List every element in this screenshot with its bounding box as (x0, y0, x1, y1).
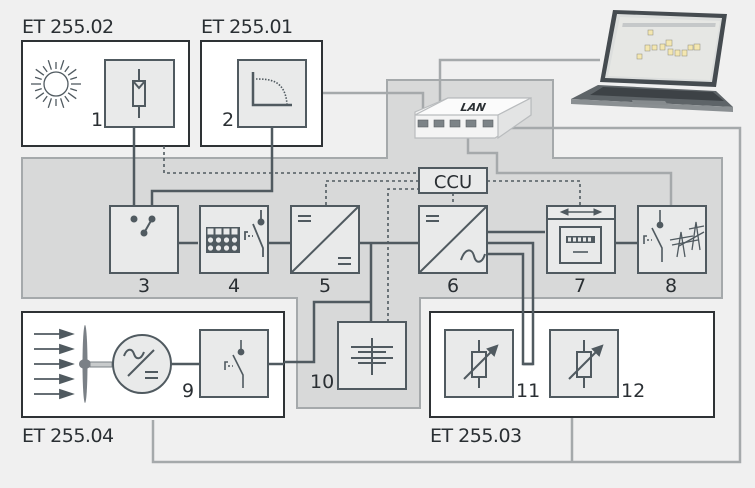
lan-port (482, 119, 494, 128)
terminal-block-icon (206, 227, 240, 253)
ctrl-battery (387, 188, 418, 322)
module-11 (444, 329, 514, 398)
sun-ray (42, 65, 48, 73)
ccu-box: CCU (418, 167, 488, 194)
ccu-label: CCU (434, 172, 472, 193)
cable-lan-module8 (466, 130, 673, 205)
cable-lan-return (151, 126, 742, 464)
disconnect-switch-icon (224, 340, 245, 388)
power-pylon-icon (669, 221, 705, 258)
variable-resistor-icon (568, 340, 604, 388)
meter-icon (559, 226, 602, 264)
disconnect-switch-icon (244, 210, 265, 257)
sun-icon (31, 60, 81, 108)
sun-ray (42, 95, 48, 103)
bidirectional-arrow-icon (559, 208, 603, 216)
wind-arrows-icon (34, 328, 75, 400)
lan-port (417, 119, 429, 128)
lan-ports (417, 119, 494, 128)
module-7 (546, 205, 616, 274)
sun-ray (70, 88, 78, 92)
module-6 (418, 205, 488, 274)
dc-dc-icon (291, 206, 359, 273)
grid-switch-icon (643, 210, 664, 262)
module-12 (549, 329, 619, 398)
generator-icon (112, 334, 172, 394)
module-1 (104, 59, 175, 128)
module-number-11: 11 (516, 380, 540, 402)
module-3 (109, 205, 179, 274)
unit-label-et25504: ET 255.04 (22, 425, 114, 447)
lan-port (449, 119, 461, 128)
module-numbers: 1 2 3 4 5 6 7 8 9 10 11 12 (91, 109, 677, 402)
laptop-screen-ui (636, 29, 701, 60)
unit-label-et25502: ET 255.02 (22, 16, 114, 38)
ctrl-et25502 (163, 146, 418, 174)
module-number-8: 8 (665, 275, 677, 297)
changeover-switch-icon (130, 215, 156, 237)
module-number-4: 4 (228, 275, 240, 297)
sun-ray (47, 60, 52, 70)
control-lines (163, 146, 581, 322)
sun-ray (47, 98, 52, 108)
power-wind-bus (284, 300, 371, 364)
modules (104, 59, 707, 398)
ctrl-module7 (487, 180, 581, 205)
unit-label-et25501: ET 255.01 (201, 16, 293, 38)
sun-ray (67, 68, 77, 76)
network-cables (151, 58, 742, 464)
module-number-1: 1 (91, 109, 103, 131)
sun-ray (60, 60, 65, 70)
laptop (571, 10, 733, 112)
module-4 (199, 205, 269, 274)
module-number-6: 6 (447, 275, 459, 297)
sun-ray (35, 68, 45, 76)
dc-ac-icon (419, 206, 487, 273)
module-number-9: 9 (182, 380, 194, 402)
module-9 (199, 329, 269, 398)
sun-ray (70, 76, 78, 80)
sun-ray (64, 95, 70, 103)
module-number-3: 3 (138, 275, 150, 297)
lan-port (433, 119, 445, 128)
sun-ray (60, 98, 65, 108)
wind-turbine-group (34, 325, 284, 403)
sun-ray (67, 92, 77, 100)
module-number-12: 12 (621, 380, 645, 402)
lan-label: LAN (459, 101, 487, 114)
sun-ray (34, 88, 42, 92)
lan-port (465, 119, 477, 128)
module-2 (237, 59, 307, 128)
module-8 (637, 205, 707, 274)
curve-plot-icon (251, 72, 292, 107)
variable-resistor-icon (463, 340, 499, 388)
module-number-10: 10 (310, 371, 334, 393)
battery-icon (351, 338, 393, 375)
rotor-icon (79, 325, 113, 403)
photovoltaic-icon (132, 69, 146, 118)
sun-ray (35, 92, 45, 100)
module-number-7: 7 (574, 275, 586, 297)
power-6-to-12 (488, 252, 533, 366)
cable-laptop-lan (438, 58, 600, 117)
module-10 (337, 321, 407, 390)
module-5 (290, 205, 360, 274)
sun-ray (64, 65, 70, 73)
lan-switch: LAN (414, 97, 532, 140)
unit-label-et25503: ET 255.03 (430, 425, 522, 447)
module-number-2: 2 (222, 109, 234, 131)
sun-ray (34, 76, 42, 80)
ctrl-module5 (325, 180, 418, 205)
module-number-5: 5 (319, 275, 331, 297)
